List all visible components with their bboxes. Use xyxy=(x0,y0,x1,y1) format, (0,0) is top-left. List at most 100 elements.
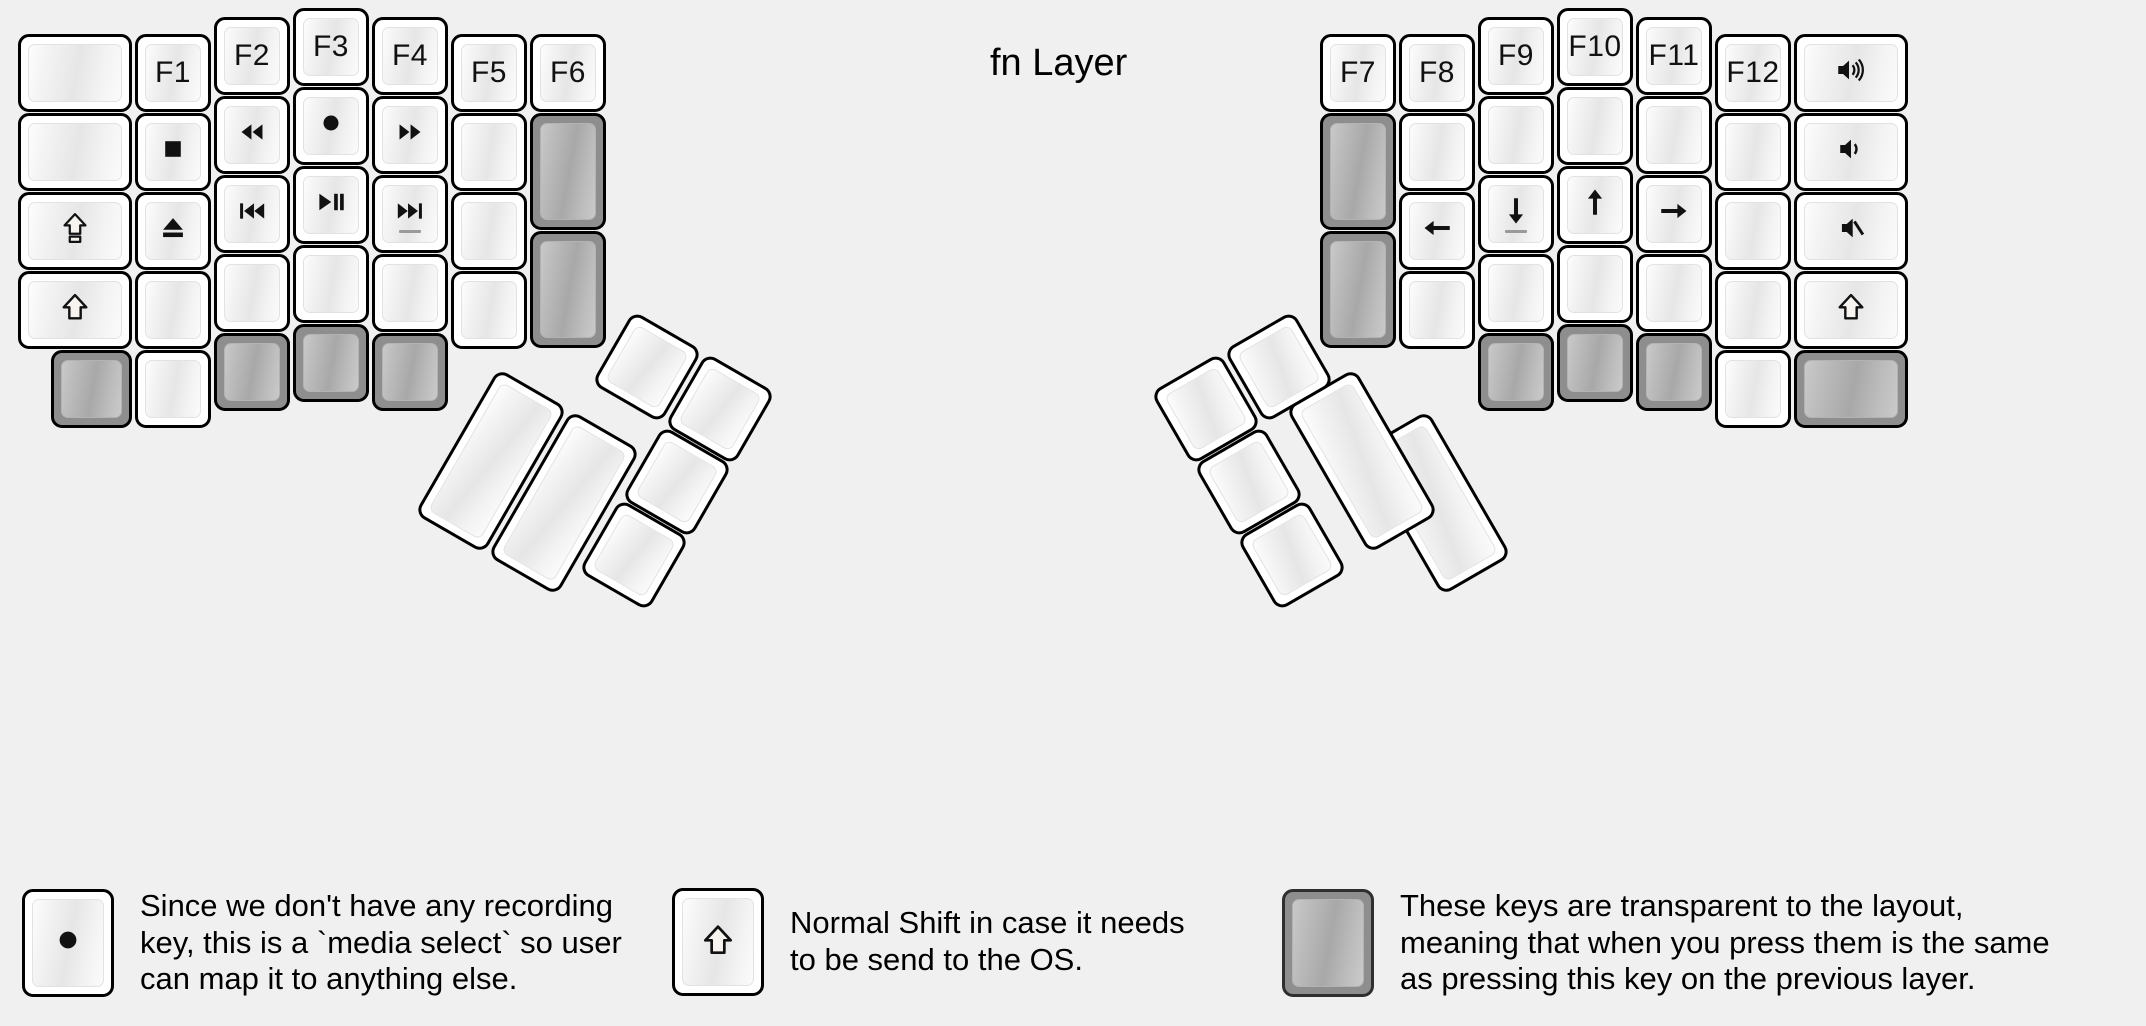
key-f1[interactable]: F1 xyxy=(135,34,211,112)
key-volume-down-cap xyxy=(1804,123,1898,181)
key-blank-r9c2[interactable] xyxy=(1478,96,1554,174)
key-transparent-c4r5[interactable] xyxy=(293,324,369,402)
legend-item-1: Since we don't have any recording key, t… xyxy=(22,888,622,998)
key-transparent-tall-3[interactable] xyxy=(1320,113,1396,230)
key-f5[interactable]: F5 xyxy=(451,34,527,112)
key-blank-r12c2[interactable] xyxy=(1715,113,1791,191)
key-f8-cap: F8 xyxy=(1409,44,1465,102)
key-blank-c2r5[interactable] xyxy=(135,350,211,428)
key-blank-r8c2[interactable] xyxy=(1399,113,1475,191)
key-blank-r8c4[interactable] xyxy=(1399,271,1475,349)
key-blank-r11c4[interactable] xyxy=(1636,254,1712,332)
key-volume-up[interactable] xyxy=(1794,34,1908,112)
key-transparent-r11c5[interactable] xyxy=(1636,333,1712,411)
key-arrow-down-cap xyxy=(1488,185,1544,243)
key-f12[interactable]: F12 xyxy=(1715,34,1791,112)
legend-key-3 xyxy=(1282,888,1374,997)
key-f9[interactable]: F9 xyxy=(1478,17,1554,95)
legend-key-3-cap xyxy=(1292,898,1364,987)
key-blank-r9c4[interactable] xyxy=(1478,254,1554,332)
key-blank-r12c4-cap xyxy=(1725,281,1781,339)
thumb-r-sq-4-cap xyxy=(1250,512,1334,598)
key-blank-r12c5-cap xyxy=(1725,360,1781,418)
key-f3-label: F3 xyxy=(312,30,349,63)
key-transparent-c5r5[interactable] xyxy=(372,333,448,411)
key-f11-cap: F11 xyxy=(1646,27,1702,85)
key-media-playpause[interactable] xyxy=(293,166,369,244)
key-f3[interactable]: F3 xyxy=(293,8,369,86)
key-f4-cap: F4 xyxy=(382,27,438,85)
key-blank-r10c2-cap xyxy=(1567,97,1623,155)
key-f6[interactable]: F6 xyxy=(530,34,606,112)
legend-text-1: Since we don't have any recording key, t… xyxy=(140,888,622,997)
key-blank-r12c5[interactable] xyxy=(1715,350,1791,428)
key-arrow-left[interactable] xyxy=(1399,192,1475,270)
key-blank-r11c2[interactable] xyxy=(1636,96,1712,174)
key-f1-label: F1 xyxy=(154,56,191,89)
key-f12-label: F12 xyxy=(1726,56,1780,89)
key-blank-r12c3[interactable] xyxy=(1715,192,1791,270)
key-transparent-tall-1[interactable] xyxy=(530,113,606,230)
key-f11-label: F11 xyxy=(1648,39,1700,72)
key-blank-c5r4[interactable] xyxy=(372,254,448,332)
key-blank-r2[interactable] xyxy=(18,113,132,191)
key-transparent-tall-4[interactable] xyxy=(1320,231,1396,348)
key-media-next-cap xyxy=(382,185,438,243)
record-dot-icon xyxy=(314,106,348,146)
rewind-icon xyxy=(235,115,269,155)
caps-lock-arrow-icon xyxy=(58,211,92,251)
key-blank-c5r4-cap xyxy=(382,264,438,322)
key-transparent-r5[interactable] xyxy=(51,350,132,428)
key-transparent-tall-2[interactable] xyxy=(530,231,606,348)
page-title: fn Layer xyxy=(990,42,1128,84)
key-volume-down[interactable] xyxy=(1794,113,1908,191)
key-media-prev[interactable] xyxy=(214,175,290,253)
key-blank-r12c4[interactable] xyxy=(1715,271,1791,349)
key-blank-c4r4[interactable] xyxy=(293,245,369,323)
key-blank-r1-cap xyxy=(28,44,122,102)
key-f7[interactable]: F7 xyxy=(1320,34,1396,112)
key-blank-c6r3-cap xyxy=(461,202,517,260)
key-blank-r10c2[interactable] xyxy=(1557,87,1633,165)
key-media-stop[interactable] xyxy=(135,113,211,191)
key-media-eject[interactable] xyxy=(135,192,211,270)
key-blank-r1[interactable] xyxy=(18,34,132,112)
key-arrow-down[interactable] xyxy=(1478,175,1554,253)
shift-arrow-icon xyxy=(699,921,737,964)
key-transparent-r10c5[interactable] xyxy=(1557,324,1633,402)
key-blank-c6r3[interactable] xyxy=(451,192,527,270)
key-blank-r8c4-cap xyxy=(1409,281,1465,339)
thumb-r-sq-3-cap xyxy=(1207,439,1291,525)
key-f11[interactable]: F11 xyxy=(1636,17,1712,95)
key-arrow-up[interactable] xyxy=(1557,166,1633,244)
key-capslock[interactable] xyxy=(18,192,132,270)
key-blank-c6r2[interactable] xyxy=(451,113,527,191)
key-blank-r10c4[interactable] xyxy=(1557,245,1633,323)
key-volume-mute[interactable] xyxy=(1794,192,1908,270)
key-f5-label: F5 xyxy=(470,56,507,89)
key-blank-c3r4[interactable] xyxy=(214,254,290,332)
legend-key-1 xyxy=(22,888,114,997)
key-shift[interactable] xyxy=(18,271,132,349)
key-arrow-left-cap xyxy=(1409,202,1465,260)
key-transparent-r10c5-cap xyxy=(1567,334,1623,392)
key-blank-c2r4[interactable] xyxy=(135,271,211,349)
key-blank-c6r4[interactable] xyxy=(451,271,527,349)
key-arrow-right-cap xyxy=(1646,185,1702,243)
key-transparent-c3r5-cap xyxy=(224,343,280,401)
key-f10[interactable]: F10 xyxy=(1557,8,1633,86)
key-media-record[interactable] xyxy=(293,87,369,165)
key-f4[interactable]: F4 xyxy=(372,17,448,95)
key-shift-cap xyxy=(28,281,122,339)
key-arrow-right[interactable] xyxy=(1636,175,1712,253)
key-f2[interactable]: F2 xyxy=(214,17,290,95)
key-media-fastforward[interactable] xyxy=(372,96,448,174)
key-shift-right[interactable] xyxy=(1794,271,1908,349)
key-media-rewind[interactable] xyxy=(214,96,290,174)
key-transparent-r9c5[interactable] xyxy=(1478,333,1554,411)
key-transparent-outer-right[interactable] xyxy=(1794,350,1908,428)
key-f8[interactable]: F8 xyxy=(1399,34,1475,112)
key-transparent-c3r5[interactable] xyxy=(214,333,290,411)
key-media-next[interactable] xyxy=(372,175,448,253)
